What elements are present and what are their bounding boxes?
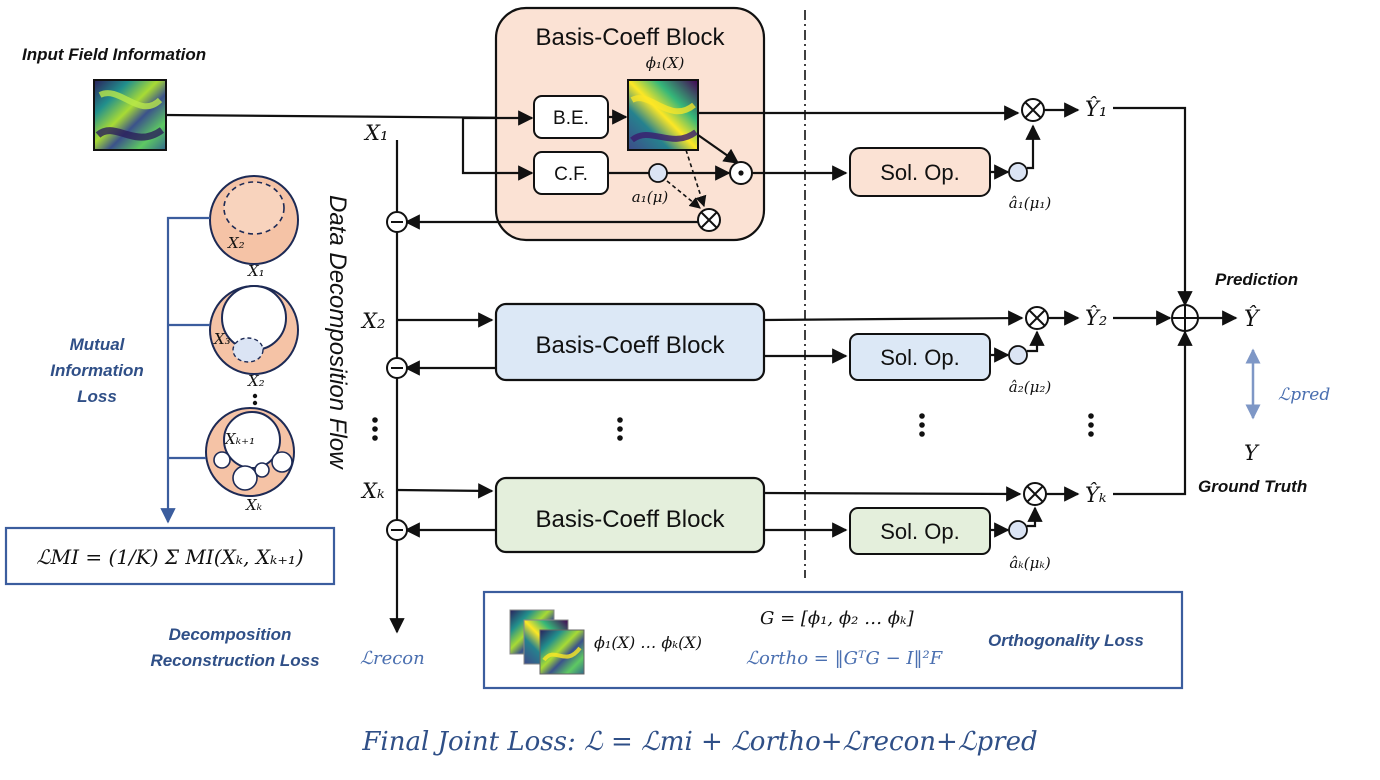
mi-loss-line-2: Information <box>50 361 144 380</box>
x1-label: X₁ <box>363 121 388 145</box>
ortho-loss-formula: ℒortho = ‖GᵀG − I‖²F <box>746 648 944 669</box>
sol-op-2[interactable] <box>849 333 991 381</box>
cf-label: C.F. <box>554 164 588 185</box>
a1-label: a₁(μ) <box>632 188 669 206</box>
stacked-basis-images <box>509 609 585 675</box>
prediction-label: Prediction <box>1215 270 1298 289</box>
venn-3-bottom-label: Xₖ <box>245 496 263 514</box>
venn-circle-1 <box>209 175 299 265</box>
ellipsis-dots <box>252 393 1094 441</box>
be-label: B.E. <box>553 108 589 129</box>
sol-op-1-label: Sol. Op. <box>880 160 959 185</box>
block-k-label: Basis-Coeff Block <box>536 506 726 533</box>
venn-1-bottom-label: X₁ <box>247 262 265 280</box>
yk-label: Ŷₖ <box>1085 483 1107 507</box>
mi-loss-line-1: Mutual <box>70 335 126 354</box>
x2-label: X₂ <box>360 309 385 333</box>
y-hat-label: Ŷ <box>1244 305 1261 332</box>
a1-node <box>648 163 668 183</box>
venn-2-top-label: X₃ <box>213 330 231 348</box>
mi-formula-box <box>4 526 336 586</box>
a2-hat-node <box>1008 345 1028 365</box>
ak-hat-label: âₖ(μₖ) <box>1009 554 1050 572</box>
y2-label: Ŷ₂ <box>1085 306 1107 330</box>
minus-node-k <box>386 519 408 541</box>
y1-label: Ŷ₁ <box>1085 97 1107 121</box>
minus-node-2 <box>386 357 408 379</box>
orthogonality-box <box>482 590 1184 690</box>
block-2-label: Basis-Coeff Block <box>536 332 726 359</box>
ground-truth-label: Ground Truth <box>1198 477 1307 496</box>
mi-loss-line-3: Loss <box>77 387 117 406</box>
a1-hat-node <box>1008 162 1028 182</box>
venn-1-top-label: X₂ <box>227 234 245 252</box>
basis-coeff-block-k[interactable] <box>494 476 766 554</box>
venn-3-top-label: Xₖ₊₁ <box>224 430 255 448</box>
sol-op-2-label: Sol. Op. <box>880 345 959 370</box>
final-joint-loss: Final Joint Loss: ℒ = ℒmi + ℒortho+ℒreco… <box>361 727 1037 757</box>
basis-coeff-block-2[interactable] <box>494 302 766 382</box>
venn-2-bottom-label: X₂ <box>247 372 265 390</box>
l-recon-label: ℒrecon <box>360 648 425 669</box>
y-label: Y <box>1244 441 1260 465</box>
recon-loss-line-1: Decomposition <box>169 625 292 644</box>
minus-node-1 <box>386 211 408 233</box>
ortho-phis-label: ϕ₁(X) … ϕₖ(X) <box>594 633 702 652</box>
block-1-label: Basis-Coeff Block <box>536 24 726 51</box>
data-flow-label: Data Decomposition Flow <box>324 195 351 470</box>
ak-hat-node <box>1008 520 1028 540</box>
venn-circle-3 <box>205 407 295 497</box>
a2-hat-label: â₂(μ₂) <box>1009 378 1052 396</box>
ortho-g-label: G = [ϕ₁, ϕ₂ … ϕₖ] <box>760 608 915 629</box>
mi-formula: ℒMI = (1/K) Σ MI(Xₖ, Xₖ₊₁) <box>36 545 303 569</box>
recon-loss-line-2: Reconstruction Loss <box>150 651 319 670</box>
orthogonality-loss-label: Orthogonality Loss <box>988 631 1144 650</box>
input-field-title: Input Field Information <box>22 45 206 64</box>
phi1-field-image <box>627 79 699 151</box>
phi1-label: ϕ₁(X) <box>646 54 685 72</box>
a1-hat-label: â₁(μ₁) <box>1009 194 1052 212</box>
sol-op-k-label: Sol. Op. <box>880 519 959 544</box>
l-pred-label: ℒpred <box>1278 385 1330 405</box>
venn-circle-2 <box>209 285 299 375</box>
xk-label: Xₖ <box>360 479 385 503</box>
input-field-image <box>93 79 167 151</box>
